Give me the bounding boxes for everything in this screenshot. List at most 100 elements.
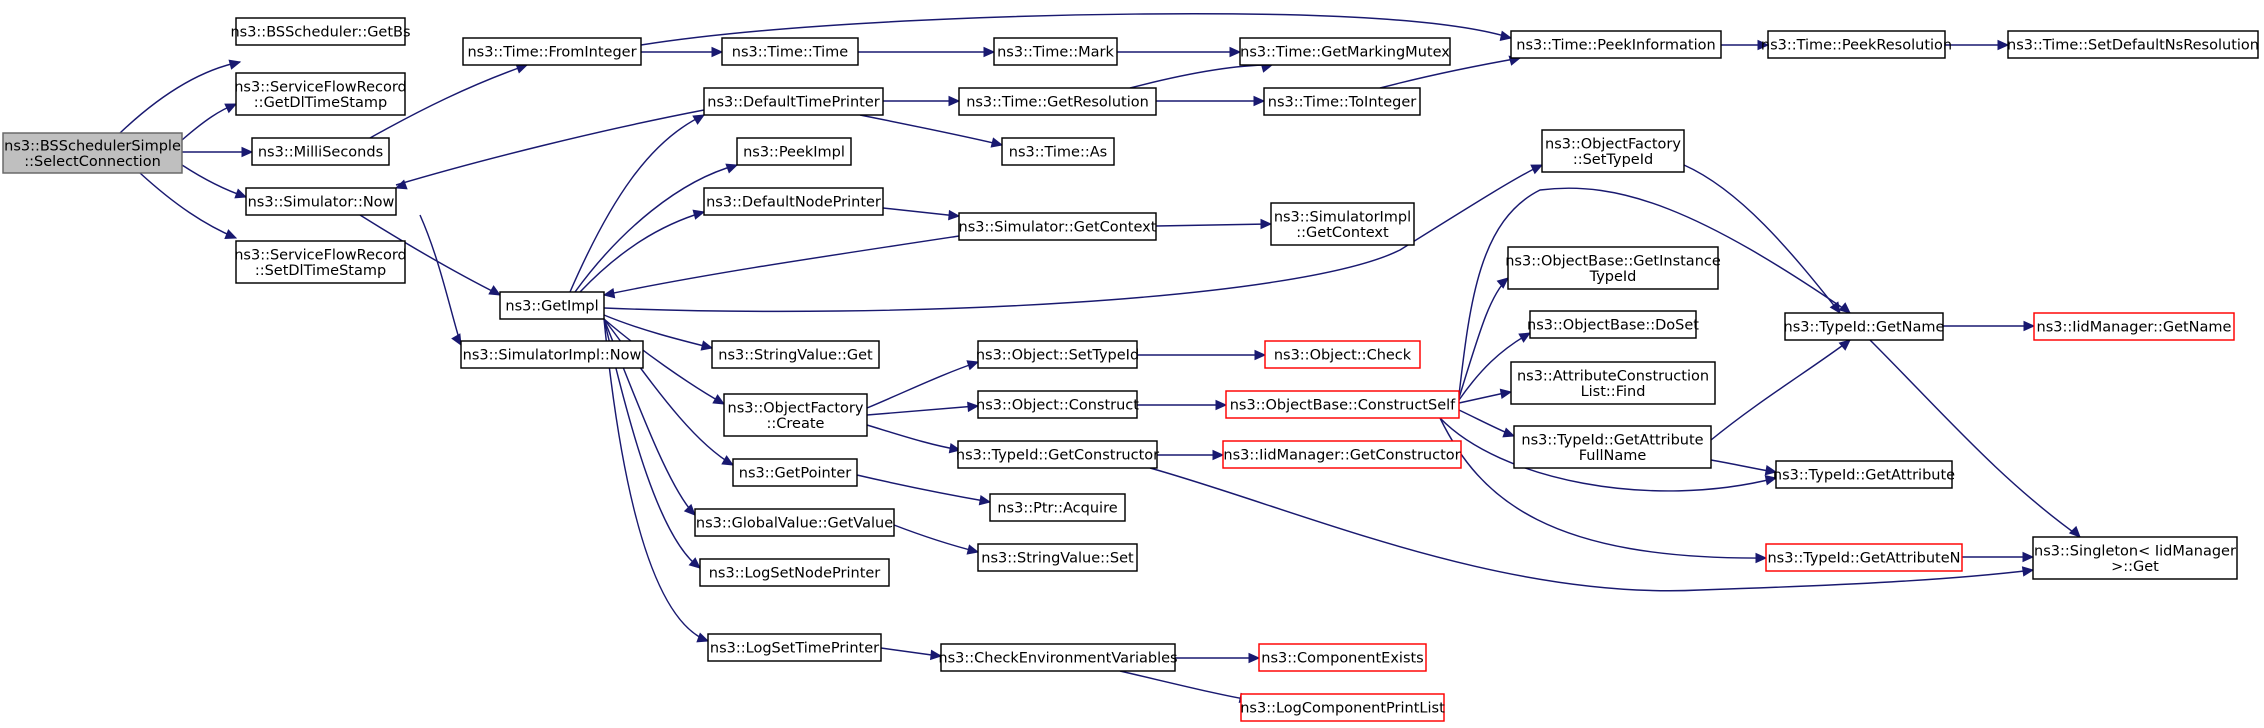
node-getctx[interactable]: ns3::Simulator::GetContext — [958, 212, 1157, 241]
node-lognode[interactable]: ns3::LogSetNodePrinter — [699, 558, 890, 587]
node-ofsettid[interactable]: ns3::ObjectFactory::SetTypeId — [1541, 129, 1685, 173]
node-box — [1541, 129, 1685, 173]
node-label: ::GetContext — [1296, 225, 1389, 241]
node-implctx[interactable]: ns3::SimulatorImpl::GetContext — [1270, 202, 1415, 246]
node-getbs[interactable]: ns3::BSScheduler::GetBs — [230, 17, 411, 46]
edge-deftime-to-simnow — [395, 109, 705, 186]
edge-root-to-getbs — [119, 61, 241, 134]
node-logtime[interactable]: ns3::LogSetTimePrinter — [707, 633, 882, 662]
node-strget[interactable]: ns3::StringValue::Get — [711, 340, 880, 369]
node-mark[interactable]: ns3::Time::Mark — [993, 37, 1118, 66]
edge-constructself-to-getattr-arrowhead — [1764, 475, 1778, 486]
node-milli[interactable]: ns3::MilliSeconds — [251, 137, 390, 166]
node-peekinfo[interactable]: ns3::Time::PeekInformation — [1510, 30, 1722, 59]
node-ofcreate[interactable]: ns3::ObjectFactory::Create — [723, 393, 868, 437]
node-deftime[interactable]: ns3::DefaultTimePrinter — [703, 87, 884, 116]
node-box — [235, 240, 406, 284]
node-objconstruct[interactable]: ns3::Object::Construct — [976, 390, 1139, 419]
node-setdefns[interactable]: ns3::Time::SetDefaultNsResolution — [2007, 30, 2259, 59]
node-label: ns3::IidManager::GetConstructor — [1223, 448, 1460, 464]
node-box — [2, 132, 183, 174]
node-constructself[interactable]: ns3::ObjectBase::ConstructSelf — [1225, 390, 1460, 419]
node-as[interactable]: ns3::Time::As — [1001, 137, 1115, 166]
node-objcheck[interactable]: ns3::Object::Check — [1264, 340, 1421, 369]
edge-checkenv-to-compexists-arrowhead — [1248, 652, 1261, 664]
edge-getctx-to-getimpl — [603, 235, 960, 296]
node-label: ns3::ObjectFactory — [728, 400, 864, 416]
edge-root-to-getdl-arrowhead — [224, 103, 238, 114]
node-getptr[interactable]: ns3::GetPointer — [732, 458, 858, 487]
node-box — [2007, 30, 2259, 59]
node-peekres[interactable]: ns3::Time::PeekResolution — [1761, 30, 1952, 59]
node-mutex[interactable]: ns3::Time::GetMarkingMutex — [1239, 37, 1451, 66]
node-getimpl[interactable]: ns3::GetImpl — [499, 291, 605, 320]
node-simnow[interactable]: ns3::Simulator::Now — [245, 187, 397, 216]
node-label: ns3::BSSchedulerSimple — [4, 138, 181, 154]
edge-objsettid-to-objcheck-arrowhead — [1254, 349, 1267, 361]
node-implnow[interactable]: ns3::SimulatorImpl::Now — [460, 340, 644, 369]
node-checkenv[interactable]: ns3::CheckEnvironmentVariables — [938, 643, 1178, 672]
edge-getimpl-to-deftime — [569, 114, 705, 293]
node-timetime[interactable]: ns3::Time::Time — [721, 37, 859, 66]
node-label: ns3::LogComponentPrintList — [1240, 701, 1445, 717]
node-doset[interactable]: ns3::ObjectBase::DoSet — [1527, 310, 1699, 339]
node-tidname[interactable]: ns3::TypeId::GetName — [1784, 312, 1945, 341]
node-box — [957, 440, 1158, 469]
edge-getimpl-to-strget — [603, 314, 713, 349]
node-getctor[interactable]: ns3::TypeId::GetConstructor — [956, 440, 1159, 469]
node-peekimpl[interactable]: ns3::PeekImpl — [736, 137, 852, 166]
node-label: ::SelectConnection — [24, 154, 161, 170]
node-box — [1240, 693, 1445, 722]
edge-gvget-to-strset — [893, 524, 979, 553]
node-frominteger[interactable]: ns3::Time::FromInteger — [462, 37, 642, 66]
node-tointeger[interactable]: ns3::Time::ToInteger — [1263, 87, 1421, 116]
node-setdl[interactable]: ns3::ServiceFlowRecord::SetDlTimeStamp — [234, 240, 407, 284]
node-label: ns3::SimulatorImpl::Now — [463, 348, 642, 364]
node-getattr[interactable]: ns3::TypeId::GetAttribute — [1773, 460, 1955, 489]
node-logprint[interactable]: ns3::LogComponentPrintList — [1240, 693, 1445, 722]
node-box — [462, 37, 642, 66]
node-iidname[interactable]: ns3::IidManager::GetName — [2033, 312, 2235, 341]
node-label: TypeId — [1589, 269, 1637, 285]
node-objsettid[interactable]: ns3::Object::SetTypeId — [976, 340, 1139, 369]
edge-getptr-to-ptracq — [856, 474, 991, 503]
node-label: ns3::StringValue::Get — [718, 348, 873, 364]
node-label: ns3::DefaultTimePrinter — [707, 95, 879, 111]
edge-getattrfull-to-tidname-arrowhead — [1838, 339, 1851, 351]
node-box — [1263, 87, 1421, 116]
edge-simnow-to-getimpl-arrowhead — [488, 285, 502, 296]
edge-ofcreate-to-getctor — [866, 424, 961, 451]
node-label: ns3::TypeId::GetAttribute — [1773, 468, 1955, 484]
edge-constructself-to-getattrfull-arrowhead — [1502, 427, 1516, 438]
node-strset[interactable]: ns3::StringValue::Set — [977, 543, 1138, 572]
node-label: ns3::ObjectBase::DoSet — [1527, 318, 1699, 334]
node-label: ns3::Time::PeekInformation — [1516, 38, 1715, 54]
edge-getimpl-to-logtime — [603, 318, 709, 642]
node-ptracq[interactable]: ns3::Ptr::Acquire — [989, 493, 1126, 522]
node-label: List::Find — [1581, 384, 1646, 400]
node-root[interactable]: ns3::BSSchedulerSimple::SelectConnection — [2, 132, 183, 174]
edge-frominteger-to-peekinfo-arrowhead — [1499, 30, 1513, 41]
node-label: ns3::Time::Mark — [997, 45, 1114, 61]
edge-getimpl-to-ofsettid-arrowhead — [1530, 164, 1544, 175]
node-label: ns3::Simulator::GetContext — [959, 220, 1157, 236]
edge-root-to-getbs-arrowhead — [228, 59, 242, 70]
node-label: ns3::Time::GetResolution — [966, 95, 1149, 111]
node-iidctor[interactable]: ns3::IidManager::GetConstructor — [1222, 440, 1462, 469]
node-getdl[interactable]: ns3::ServiceFlowRecord::GetDlTimeStamp — [234, 72, 407, 116]
node-label: ns3::GetImpl — [505, 299, 598, 315]
edge-deftime-to-as — [859, 114, 1003, 146]
edge-getctx-to-getimpl-arrowhead — [602, 287, 616, 299]
node-compexists[interactable]: ns3::ComponentExists — [1258, 643, 1427, 672]
edge-tidname-to-iidname-arrowhead — [2023, 320, 2036, 332]
node-getres[interactable]: ns3::Time::GetResolution — [958, 87, 1157, 116]
node-singleton[interactable]: ns3::Singleton< IidManager>::Get — [2032, 536, 2238, 580]
node-getattrn[interactable]: ns3::TypeId::GetAttributeN — [1765, 543, 1963, 572]
node-box — [703, 187, 884, 216]
node-gvget[interactable]: ns3::GlobalValue::GetValue — [694, 508, 895, 537]
node-defnode[interactable]: ns3::DefaultNodePrinter — [703, 187, 884, 216]
